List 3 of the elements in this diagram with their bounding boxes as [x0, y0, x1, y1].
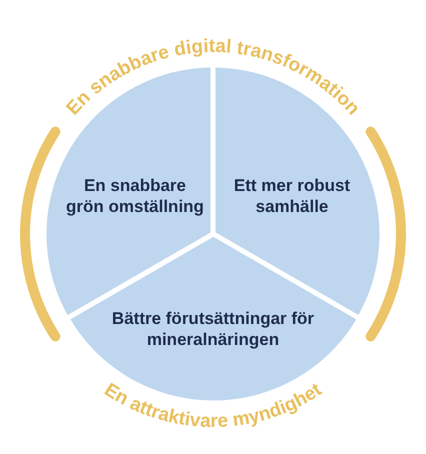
sector-label: Ett mer robust samhälle	[232, 175, 352, 217]
sector-label: En snabbare grön omställning	[65, 175, 205, 217]
sector-label: Bättre förutsättningar för mineralnäringen	[110, 308, 316, 350]
